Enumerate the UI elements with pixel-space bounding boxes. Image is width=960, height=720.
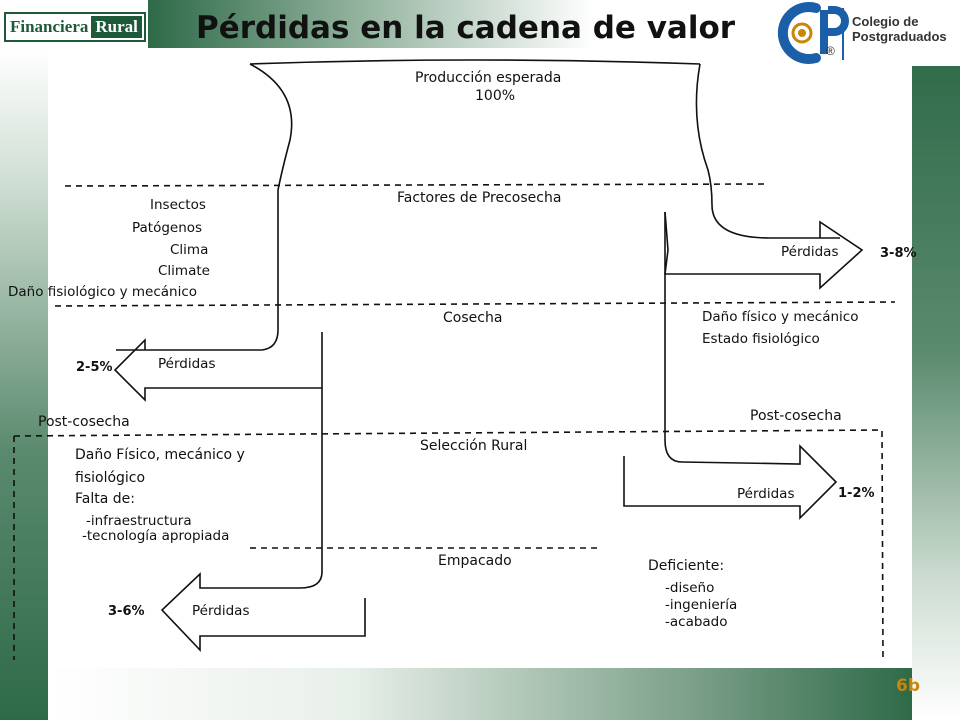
factor-diseno: -diseño [665, 580, 715, 596]
factor-climate: Climate [158, 263, 210, 279]
divider-precosecha [64, 183, 766, 187]
postcosecha-right: Post-cosecha [750, 408, 842, 424]
trunk-right [623, 212, 838, 520]
factor-falta-de: Falta de: [75, 491, 135, 507]
section-cosecha: Cosecha [443, 310, 503, 326]
slide-number: 6b [896, 676, 920, 696]
factor-insectos: Insectos [150, 197, 206, 213]
loss-cosecha-percent: 2-5% [76, 360, 113, 375]
factor-deficiente: Deficiente: [648, 558, 725, 574]
label-produccion-esperada: Producción esperada [415, 70, 562, 86]
section-seleccion-rural: Selección Rural [420, 438, 528, 454]
left-green-bar [0, 48, 48, 720]
factor-acabado: -acabado [665, 614, 728, 630]
loss-empacado-percent: 3-6% [108, 604, 145, 619]
bottom-gradient-band [48, 668, 912, 720]
arrow-cosecha [113, 332, 323, 402]
factor-patogenos: Patógenos [132, 220, 203, 236]
factor-infraestructura: -infraestructura [86, 513, 192, 529]
divider-cosecha [54, 301, 896, 307]
registered-mark: ® [826, 44, 835, 58]
factor-fisiologico: fisiológico [75, 470, 146, 486]
factor-dano-fisico-mecanico: Daño Físico, mecánico y [75, 447, 245, 463]
content-area [48, 48, 912, 668]
financiera-rural-logo: Financiera Rural [4, 12, 146, 42]
colegio-postgraduados-logo: CP ® Colegio de Postgraduados [772, 0, 960, 66]
loss-seleccion-percent: 1-2% [838, 486, 875, 501]
loss-seleccion-label: Pérdidas [737, 486, 795, 502]
logo-word-financiera: Financiera [10, 17, 89, 36]
postcosecha-box [13, 429, 884, 661]
loss-empacado-label: Pérdidas [192, 603, 250, 619]
vessel-top-edge [249, 59, 701, 65]
section-precosecha: Factores de Precosecha [397, 190, 562, 206]
label-produccion-percent: 100% [475, 88, 516, 104]
right-green-bar [912, 48, 960, 720]
section-empacado: Empacado [438, 553, 512, 569]
vessel-left-wall [116, 63, 293, 351]
logo-divider [842, 8, 844, 60]
loss-cosecha-label: Pérdidas [158, 356, 216, 372]
loss-precosecha-label: Pérdidas [781, 244, 839, 260]
factor-tecnologia: -tecnología apropiada [82, 528, 230, 544]
factor-ingenieria: -ingeniería [665, 597, 738, 613]
postcosecha-left: Post-cosecha [38, 414, 130, 430]
logo-word-rural: Rural [91, 16, 142, 38]
factor-clima: Clima [170, 242, 209, 258]
page-title: Pérdidas en la cadena de valor [196, 10, 736, 46]
loss-precosecha-percent: 3-8% [880, 246, 917, 261]
logo-text-line2: Postgraduados [852, 29, 947, 44]
logo-text-line1: Colegio de [852, 14, 919, 29]
cp-monogram-icon [777, 2, 849, 64]
factor-estado-fisiologico: Estado fisiológico [702, 331, 820, 347]
vessel-right-wall [695, 63, 840, 239]
factor-dano-fisico: Daño físico y mecánico [702, 309, 859, 325]
arrow-precosecha [664, 211, 864, 290]
factor-dano-fisiologico: Daño fisiológico y mecánico [8, 284, 198, 300]
trunk-left [160, 388, 366, 653]
